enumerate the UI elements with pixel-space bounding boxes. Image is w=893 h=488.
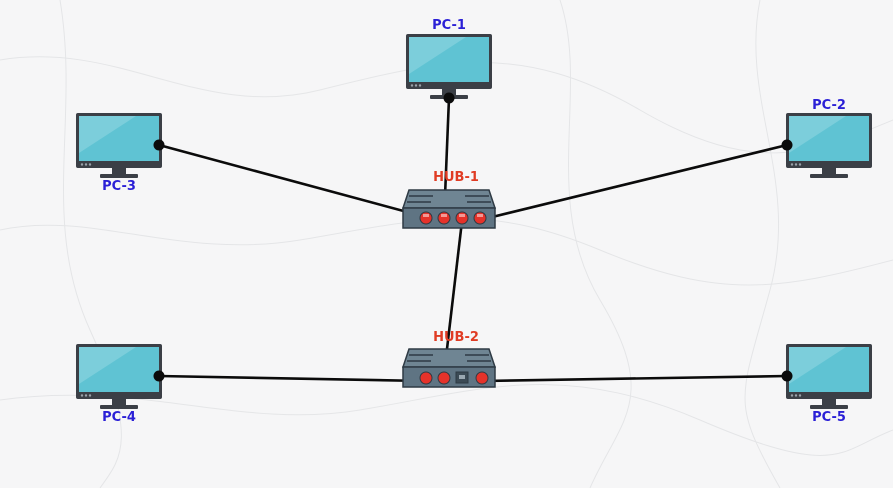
cable-pc2-hub1 [483,143,788,221]
hub-1-label: HUB-1 [433,170,479,185]
pc-3-label: PC-3 [102,179,136,194]
pc-5-monitor-icon [786,344,872,409]
connector-dots [153,92,793,382]
pc-1-monitor-icon [406,34,492,99]
pc-4-monitor-icon [76,344,162,409]
pc-4-label: PC-4 [102,410,136,425]
port-dot-pc1 [443,92,455,104]
hub-2-network-hub-icon [402,348,496,388]
port-dot-pc3 [153,139,165,151]
hub-1-network-hub-icon [402,189,496,229]
hub-2-label: HUB-2 [433,330,479,345]
pc-2-monitor-icon [786,113,872,178]
port-dot-pc2 [781,139,793,151]
pc-1-label: PC-1 [432,18,466,33]
cable-pc3-hub1 [158,143,423,218]
port-dot-pc4 [153,370,165,382]
pc-5-label: PC-5 [812,410,846,425]
pc-3-monitor-icon [76,113,162,178]
cable-pc5-hub2 [482,374,788,383]
port-dot-pc5 [781,370,793,382]
cable-pc4-hub2 [158,374,425,383]
pc-2-label: PC-2 [812,98,846,113]
